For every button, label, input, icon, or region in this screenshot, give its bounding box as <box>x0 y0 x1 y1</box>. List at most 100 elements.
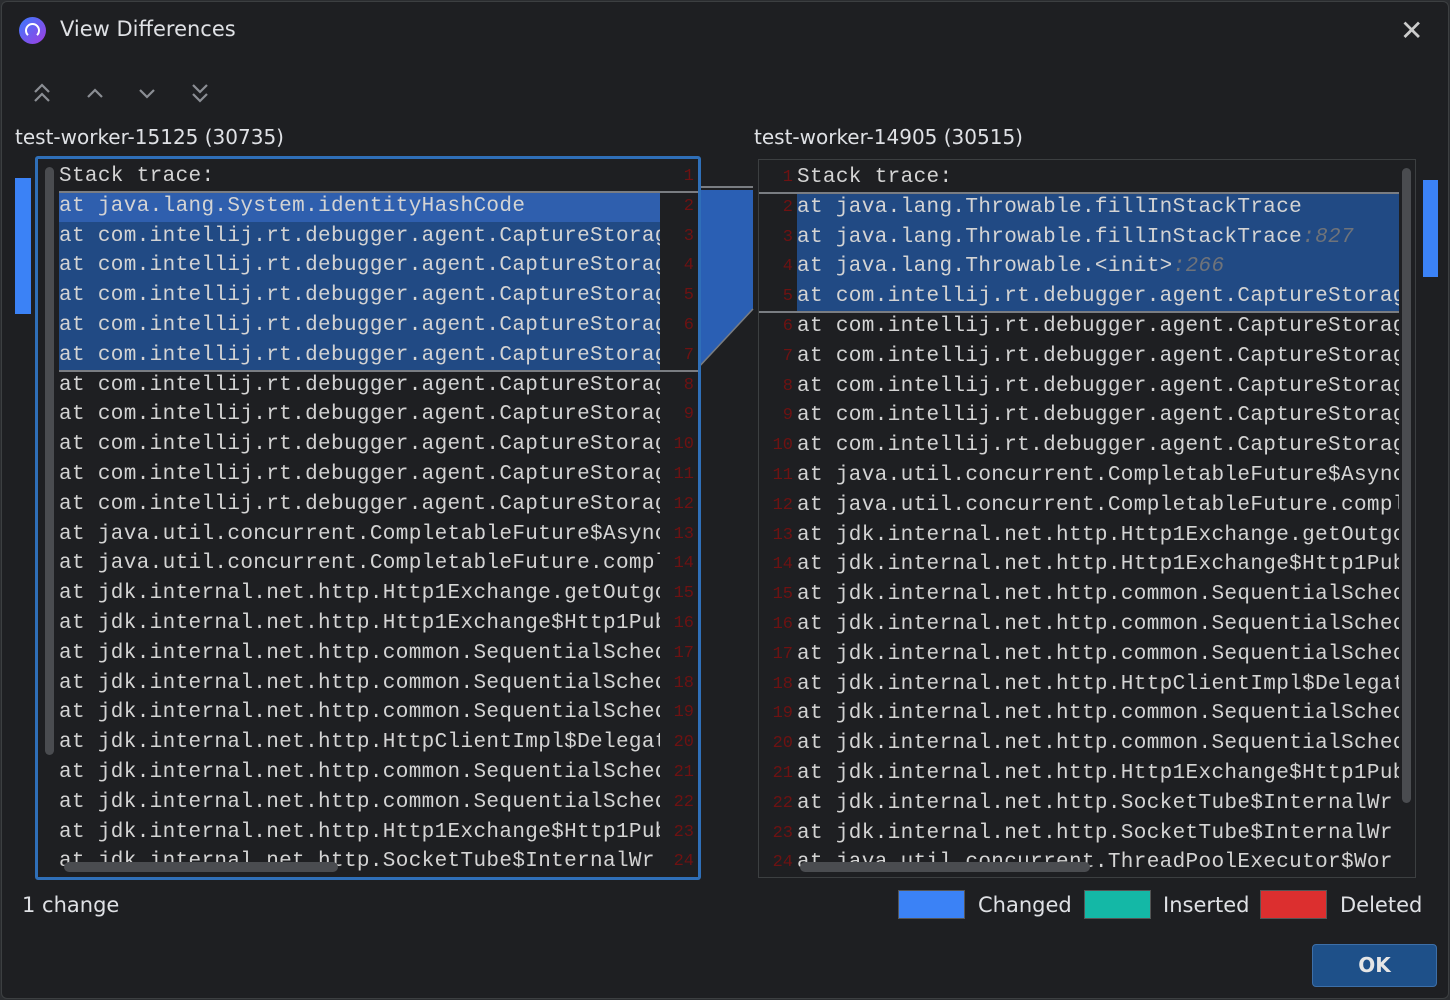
line-number: 20 <box>772 734 793 754</box>
code-line: at jdk.internal.net.http.Http1Exchange$H… <box>797 550 1399 580</box>
code-line: at com.intellij.rt.debugger.agent.Captur… <box>59 490 660 520</box>
left-vertical-scrollbar[interactable] <box>45 167 54 755</box>
code-line: at jdk.internal.net.http.common.Sequenti… <box>797 729 1399 759</box>
code-line: at java.lang.System.identityHashCode <box>59 191 660 222</box>
code-text: at jdk.internal.net.http.common.Sequenti… <box>59 641 660 665</box>
line-number: 10 <box>673 435 694 455</box>
line-number: 17 <box>772 644 793 664</box>
code-line: at jdk.internal.net.http.HttpClientImpl$… <box>797 670 1399 700</box>
code-text: at jdk.internal.net.http.SocketTube$Inte… <box>797 821 1393 845</box>
code-text: Stack trace: <box>59 165 215 188</box>
line-number: 18 <box>772 674 793 694</box>
legend-label-inserted: Inserted <box>1163 893 1250 917</box>
code-line: at jdk.internal.net.http.Http1Exchange.g… <box>797 521 1399 551</box>
line-number: 10 <box>772 436 793 456</box>
code-line: at jdk.internal.net.http.Http1Exchange$H… <box>59 609 660 639</box>
code-line: at jdk.internal.net.http.common.Sequenti… <box>59 669 660 699</box>
ok-button[interactable]: OK <box>1312 944 1437 987</box>
right-change-marker[interactable] <box>1423 180 1438 277</box>
code-text: at jdk.internal.net.http.Http1Exchange$H… <box>797 553 1399 577</box>
code-line: at com.intellij.rt.debugger.agent.Captur… <box>59 251 660 282</box>
line-number: 1 <box>782 168 793 187</box>
line-number: 7 <box>683 345 694 365</box>
right-editor[interactable]: Stack trace:1 at java.lang.Throwable.fill… <box>758 159 1416 878</box>
code-text: at jdk.internal.net.http.common.Sequenti… <box>59 761 660 784</box>
previous-difference-button[interactable] <box>80 82 110 109</box>
code-text: at com.intellij.rt.debugger.agent.Captur… <box>59 343 660 367</box>
left-horizontal-scrollbar[interactable] <box>64 862 338 872</box>
line-number: 17 <box>673 643 694 663</box>
line-number: 22 <box>673 792 694 812</box>
code-text: at com.intellij.rt.debugger.agent.Captur… <box>59 433 660 457</box>
code-text: at com.intellij.rt.debugger.agent.Captur… <box>797 404 1399 428</box>
code-text: at com.intellij.rt.debugger.agent.Captur… <box>59 224 660 248</box>
code-text: at jdk.internal.net.http.Http1Exchange.g… <box>797 523 1399 547</box>
line-number: 1 <box>683 167 694 186</box>
code-text: at java.util.concurrent.CompletableFutur… <box>59 552 660 576</box>
diff-separator <box>759 311 1399 313</box>
code-text: at com.intellij.rt.debugger.agent.Captur… <box>797 344 1399 368</box>
line-number: 14 <box>673 554 694 574</box>
left-change-marker[interactable] <box>15 178 31 314</box>
last-difference-button[interactable] <box>185 82 215 109</box>
code-line: at java.util.concurrent.CompletableFutur… <box>797 461 1399 491</box>
code-line: at jdk.internal.net.http.Http1Exchange$H… <box>59 818 660 848</box>
line-number-suffix: :266 <box>1172 255 1225 279</box>
code-line: at com.intellij.rt.debugger.agent.Captur… <box>59 281 660 311</box>
code-line: at com.intellij.rt.debugger.agent.Captur… <box>59 221 660 252</box>
code-text: at com.intellij.rt.debugger.agent.Captur… <box>797 374 1399 398</box>
line-number: 14 <box>772 555 793 575</box>
code-text: at jdk.internal.net.http.SocketTube$Inte… <box>797 791 1393 815</box>
left-editor[interactable]: Stack trace: 1 at java.lang.System.identit… <box>38 159 698 877</box>
line-number: 21 <box>772 764 793 783</box>
line-number: 24 <box>673 852 694 872</box>
code-line: at jdk.internal.net.http.common.Sequenti… <box>59 758 660 788</box>
right-vertical-scrollbar[interactable] <box>1402 168 1411 803</box>
line-number: 11 <box>772 466 793 485</box>
diff-connector <box>697 186 754 370</box>
code-text: at com.intellij.rt.debugger.agent.Captur… <box>59 254 660 278</box>
code-line: at jdk.internal.net.http.SocketTube$Inte… <box>797 789 1399 819</box>
line-number: 23 <box>772 823 793 843</box>
code-line: at com.intellij.rt.debugger.agent.Captur… <box>59 400 660 430</box>
diff-separator <box>59 369 698 372</box>
chevron-down-icon <box>137 85 157 109</box>
chevron-up-icon <box>85 85 105 109</box>
code-text: at com.intellij.rt.debugger.agent.Captur… <box>59 314 660 337</box>
line-number: 19 <box>772 704 793 724</box>
line-number: 20 <box>673 733 694 753</box>
code-line: at jdk.internal.net.http.Http1Exchange.g… <box>59 579 660 609</box>
line-number: 7 <box>782 346 793 366</box>
code-text: Stack trace: <box>797 166 953 189</box>
code-line: at java.lang.Throwable.fillInStackTrace:… <box>797 222 1399 253</box>
code-line: at jdk.internal.net.http.common.Sequenti… <box>797 640 1399 670</box>
line-number: 13 <box>772 525 793 545</box>
next-difference-button[interactable] <box>132 82 162 109</box>
code-line: at java.util.concurrent.CompletableFutur… <box>59 520 660 550</box>
first-difference-button[interactable] <box>27 82 57 109</box>
double-chevron-down-icon <box>190 84 210 109</box>
code-line: at com.intellij.rt.debugger.agent.Captur… <box>797 282 1399 312</box>
line-number: 9 <box>683 405 694 425</box>
code-line: at jdk.internal.net.http.common.Sequenti… <box>59 788 660 818</box>
diff-separator <box>59 190 698 193</box>
code-line: at com.intellij.rt.debugger.agent.Captur… <box>797 342 1399 372</box>
code-text: at java.util.concurrent.CompletableFutur… <box>59 522 660 546</box>
line-number: 6 <box>782 317 793 336</box>
code-line: at jdk.internal.net.http.HttpClientImpl$… <box>59 728 660 758</box>
code-line: at jdk.internal.net.http.common.Sequenti… <box>797 580 1399 610</box>
line-number: 16 <box>673 614 694 633</box>
code-line: at jdk.internal.net.http.common.Sequenti… <box>59 698 660 728</box>
legend-swatch-changed <box>898 890 965 919</box>
close-icon[interactable]: ✕ <box>1400 14 1424 47</box>
right-horizontal-scrollbar[interactable] <box>800 862 1090 872</box>
line-number: 6 <box>683 316 694 335</box>
code-text: at jdk.internal.net.http.common.Sequenti… <box>59 671 660 695</box>
line-number: 3 <box>683 226 694 246</box>
code-text: at jdk.internal.net.http.HttpClientImpl$… <box>59 731 660 755</box>
line-number: 9 <box>782 406 793 426</box>
line-number: 8 <box>782 376 793 396</box>
code-text: at jdk.internal.net.http.Http1Exchange$H… <box>797 762 1399 785</box>
code-text: at jdk.internal.net.http.Http1Exchange$H… <box>59 820 660 844</box>
line-number: 22 <box>772 793 793 813</box>
